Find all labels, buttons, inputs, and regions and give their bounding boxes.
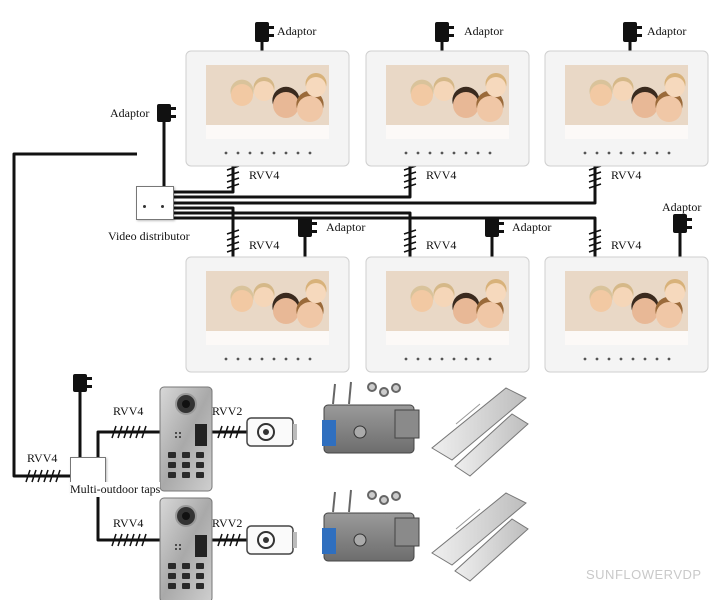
exit-button-icon <box>246 525 297 555</box>
adaptor-label: Adaptor <box>326 220 366 234</box>
rvv4-label: RVV4 <box>426 168 457 182</box>
monitor-control-dot <box>428 357 432 361</box>
monitor-control-dot <box>248 151 252 155</box>
adaptor-icon <box>157 104 176 122</box>
adaptor-icon <box>485 218 504 237</box>
indoor-monitor <box>365 256 530 373</box>
watermark: SUNFLOWERVDP <box>586 567 702 582</box>
rvv4-label: RVV4 <box>249 238 280 252</box>
adaptor-icon <box>255 22 274 42</box>
adaptor-icon <box>623 22 642 42</box>
cables <box>12 42 682 542</box>
monitor-control-dot <box>272 357 276 361</box>
monitor-control-dot <box>452 357 456 361</box>
rvv2-label: RVV2 <box>212 404 243 418</box>
monitor-control-dot <box>607 357 611 361</box>
monitor-control-dot <box>404 357 408 361</box>
monitor-control-dot <box>416 357 420 361</box>
monitor-control-dot <box>488 151 492 155</box>
rim-lock-icon <box>322 381 420 454</box>
monitor-control-dot <box>440 357 444 361</box>
adaptor-label: Adaptor <box>662 200 702 214</box>
adaptor-icon <box>73 374 92 392</box>
adaptor-label: Adaptor <box>512 220 552 234</box>
exit-button-icon <box>246 417 297 447</box>
monitor-control-dot <box>416 151 420 155</box>
outdoor-panel <box>159 497 213 600</box>
monitor-control-dot <box>284 357 288 361</box>
monitor-control-dot <box>260 151 264 155</box>
monitor-control-dot <box>476 357 480 361</box>
monitor-control-dot <box>619 357 623 361</box>
multi-outdoor-taps-label: Multi-outdoor taps <box>70 482 161 496</box>
rvv4-label: RVV4 <box>27 451 58 465</box>
monitor-control-dot <box>236 151 240 155</box>
indoor-monitor <box>544 50 709 167</box>
monitor-control-dot <box>236 357 240 361</box>
monitor-control-dot <box>404 151 408 155</box>
rvv4-label: RVV4 <box>113 404 144 418</box>
monitor-control-dot <box>619 151 623 155</box>
outdoor-panel <box>159 386 213 492</box>
monitor-control-dot <box>224 151 228 155</box>
rvv2-label: RVV2 <box>212 516 243 530</box>
adaptor-label: Adaptor <box>464 24 504 38</box>
monitor-control-dot <box>631 357 635 361</box>
monitor-control-dot <box>583 357 587 361</box>
monitor-control-dot <box>308 151 312 155</box>
monitor-control-dot <box>428 151 432 155</box>
monitor-control-dot <box>452 151 456 155</box>
monitor-control-dot <box>667 357 671 361</box>
rvv4-label: RVV4 <box>611 238 642 252</box>
monitor-control-dot <box>296 357 300 361</box>
monitor-control-dot <box>476 151 480 155</box>
monitor-control-dot <box>272 151 276 155</box>
rvv4-label: RVV4 <box>249 168 280 182</box>
cable-hatches <box>25 165 602 547</box>
indoor-monitor <box>185 50 350 167</box>
adaptor-icons <box>73 22 692 392</box>
adaptor-icon <box>673 214 692 233</box>
monitor-control-dot <box>260 357 264 361</box>
rvv4-label: RVV4 <box>426 238 457 252</box>
indoor-monitor <box>365 50 530 167</box>
rvv4-label: RVV4 <box>113 516 144 530</box>
adaptor-label: Adaptor <box>110 106 150 120</box>
monitor-control-dot <box>284 151 288 155</box>
adaptor-label: Adaptor <box>277 24 317 38</box>
rim-lock-icon <box>322 489 420 562</box>
monitor-control-dot <box>583 151 587 155</box>
indoor-monitor <box>544 256 709 373</box>
monitor-control-dot <box>643 357 647 361</box>
monitor-control-dot <box>667 151 671 155</box>
video-distributor-label: Video distributor <box>108 229 190 243</box>
monitor-control-dot <box>296 151 300 155</box>
monitor-control-dot <box>595 357 599 361</box>
monitor-control-dot <box>224 357 228 361</box>
monitor-control-dot <box>308 357 312 361</box>
monitor-control-dot <box>631 151 635 155</box>
adaptor-icon <box>435 22 454 42</box>
monitor-control-dot <box>595 151 599 155</box>
monitor-control-dot <box>488 357 492 361</box>
adaptor-icon <box>298 218 317 237</box>
rvv4-label: RVV4 <box>611 168 642 182</box>
monitor-control-dot <box>464 151 468 155</box>
adaptor-label: Adaptor <box>647 24 687 38</box>
monitor-control-dot <box>643 151 647 155</box>
indoor-monitors <box>185 50 709 373</box>
monitor-control-dot <box>655 357 659 361</box>
video-distributor-box <box>136 186 174 220</box>
monitor-control-dot <box>248 357 252 361</box>
magnetic-lock-icon <box>431 492 529 582</box>
indoor-monitor <box>185 256 350 373</box>
monitor-control-dot <box>655 151 659 155</box>
magnetic-lock-icon <box>431 387 529 477</box>
monitor-control-dot <box>607 151 611 155</box>
monitor-control-dot <box>440 151 444 155</box>
monitor-control-dot <box>464 357 468 361</box>
